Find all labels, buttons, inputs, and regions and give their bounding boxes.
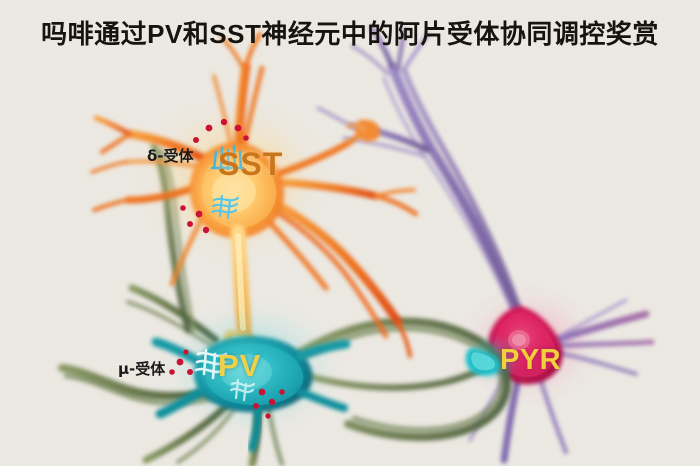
figure-title: 吗啡通过PV和SST神经元中的阿片受体协同调控奖赏 <box>41 19 659 49</box>
synapse-pv-to-pyr <box>465 341 514 377</box>
mu-receptor-cluster <box>194 348 256 402</box>
opioid-ligands-pv <box>169 349 285 419</box>
sst-neuron <box>90 31 419 366</box>
sst-axon-to-pyr <box>268 119 380 180</box>
opioid-ligands-sst <box>180 118 249 234</box>
delta-receptor-cluster <box>210 144 245 220</box>
